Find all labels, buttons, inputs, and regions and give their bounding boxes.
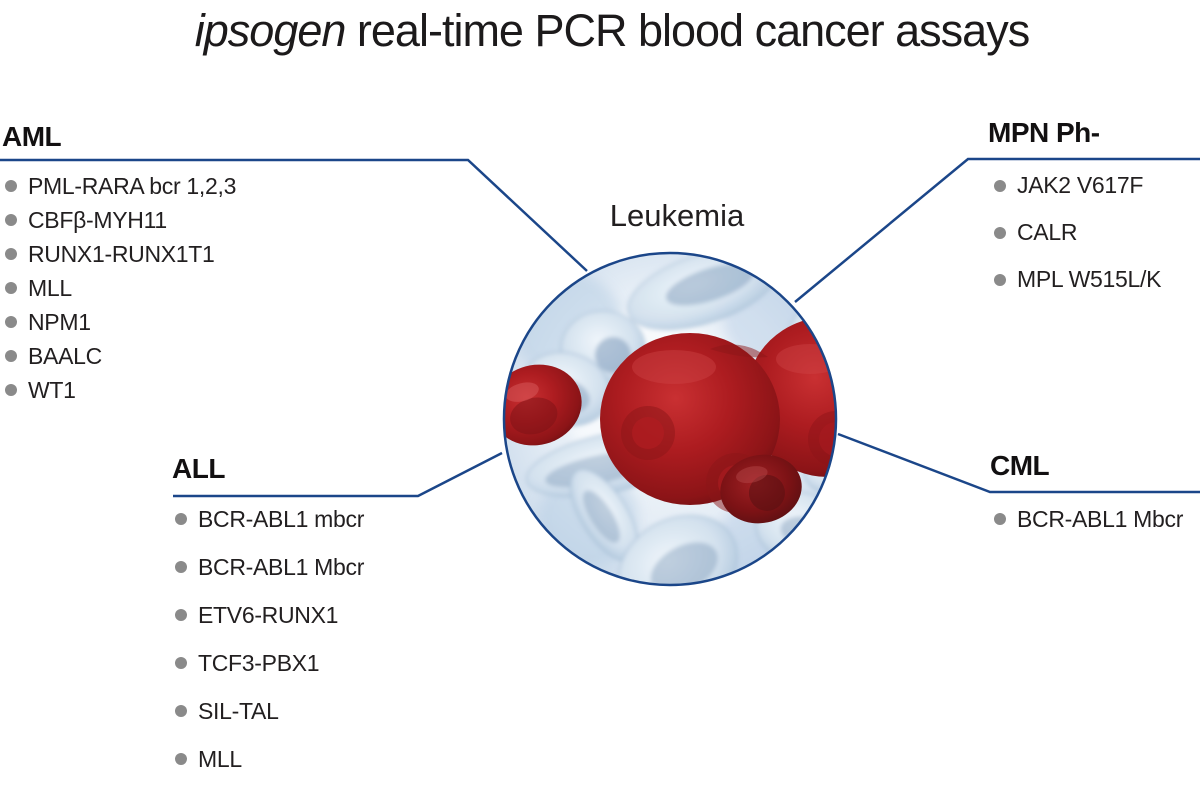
assay-item: CBFβ-MYH11 <box>5 203 236 237</box>
assay-label: CALR <box>1017 219 1078 245</box>
bullet-icon <box>5 214 17 226</box>
assay-item: RUNX1-RUNX1T1 <box>5 237 236 271</box>
assay-item: JAK2 V617F <box>994 162 1161 209</box>
assay-label: RUNX1-RUNX1T1 <box>28 240 215 267</box>
group-header-aml: AML <box>2 121 62 152</box>
group-header-all: ALL <box>172 453 225 484</box>
assay-label: PML-RARA bcr 1,2,3 <box>28 172 237 199</box>
assay-item: ETV6-RUNX1 <box>175 591 364 639</box>
group-header-cml: CML <box>990 450 1050 481</box>
bullet-icon <box>175 561 187 573</box>
assay-item: BAALC <box>5 339 236 373</box>
bullet-icon <box>5 180 17 192</box>
assay-item: BCR-ABL1 Mbcr <box>175 543 364 591</box>
assay-label: TCF3-PBX1 <box>198 649 320 676</box>
assay-item: WT1 <box>5 373 236 407</box>
leukemia-circle-bg <box>504 253 836 585</box>
assay-item: PML-RARA bcr 1,2,3 <box>5 169 236 203</box>
assay-list-mpn: JAK2 V617F CALR MPL W515L/K <box>994 162 1161 303</box>
assay-label: BAALC <box>28 342 102 369</box>
assay-item: NPM1 <box>5 305 236 339</box>
bullet-icon <box>994 273 1006 286</box>
bullet-icon <box>994 226 1006 239</box>
brand-name: ipsogen <box>194 5 347 56</box>
assay-label: NPM1 <box>28 308 91 335</box>
bullet-icon <box>5 350 17 362</box>
bullet-icon <box>994 513 1006 525</box>
assay-item: BCR-ABL1 Mbcr <box>994 495 1183 543</box>
bullet-icon <box>175 609 187 621</box>
bullet-icon <box>5 248 17 260</box>
assay-item: CALR <box>994 209 1161 256</box>
bullet-icon <box>175 657 187 669</box>
bullet-icon <box>5 316 17 328</box>
red-blood-cells <box>504 317 836 524</box>
title-rest: real-time PCR blood cancer assays <box>345 5 1030 56</box>
bullet-icon <box>5 384 17 396</box>
bullet-icon <box>175 705 187 717</box>
assay-label: SIL-TAL <box>198 697 279 724</box>
bullet-icon <box>175 753 187 765</box>
assay-label: MPL W515L/K <box>1017 266 1162 292</box>
assay-label: BCR-ABL1 Mbcr <box>198 553 365 580</box>
bullet-icon <box>994 179 1006 192</box>
group-header-mpn: MPN Ph- <box>988 117 1100 148</box>
page-title: ipsogen real-time PCR blood cancer assay… <box>12 5 1200 57</box>
assay-item: MPL W515L/K <box>994 256 1161 303</box>
assay-label: WT1 <box>28 376 76 403</box>
assay-label: MLL <box>28 274 72 301</box>
assay-label: JAK2 V617F <box>1017 172 1144 198</box>
leukemia-circle-border <box>502 251 838 587</box>
center-label: Leukemia <box>609 198 745 233</box>
assay-item: MLL <box>5 271 236 305</box>
plasma-haze <box>513 272 813 585</box>
assay-item: BCR-ABL1 mbcr <box>175 495 364 543</box>
assay-label: MLL <box>198 745 242 772</box>
assay-item: SIL-TAL <box>175 687 364 735</box>
bullet-icon <box>175 513 187 525</box>
assay-label: BCR-ABL1 mbcr <box>198 505 365 532</box>
assay-item: MLL <box>175 735 364 783</box>
assay-item: TCF3-PBX1 <box>175 639 364 687</box>
assay-label: ETV6-RUNX1 <box>198 601 339 628</box>
bullet-icon <box>5 282 17 294</box>
white-blood-cells <box>521 253 836 585</box>
assay-label: CBFβ-MYH11 <box>28 206 167 233</box>
assay-label: BCR-ABL1 Mbcr <box>1017 505 1184 532</box>
assay-list-cml: BCR-ABL1 Mbcr <box>994 495 1183 543</box>
leukemia-photo <box>502 251 838 587</box>
